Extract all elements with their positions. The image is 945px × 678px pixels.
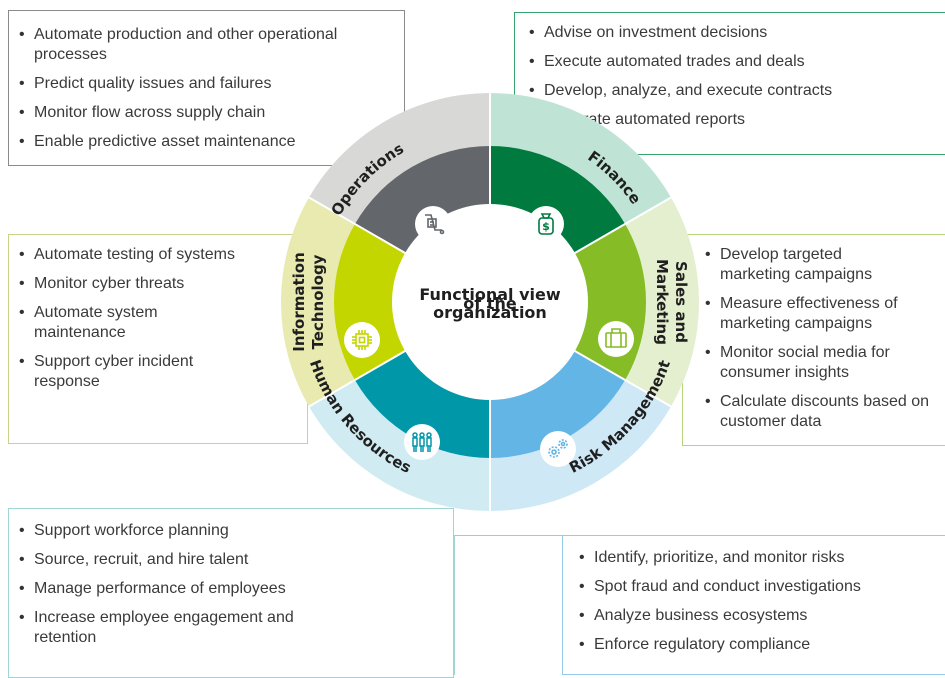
list-item: Execute automated trades and deals: [529, 52, 943, 72]
list-item: Monitor social media for consumer insigh…: [705, 343, 945, 383]
gears-icon: [540, 431, 576, 467]
operations-list: Automate production and other operationa…: [19, 25, 394, 152]
list-item: Enable predictive asset maintenance: [19, 132, 394, 152]
list-item: Calculate discounts based on customer da…: [705, 392, 945, 432]
list-item: Monitor flow across supply chain: [19, 103, 394, 123]
list-item: Manage performance of employees: [19, 579, 443, 599]
sales-marketing-box: Develop targeted marketing campaigns Mea…: [682, 234, 945, 446]
human-resources-list: Support workforce planning Source, recru…: [19, 521, 443, 648]
list-item: Monitor cyber threats: [19, 274, 297, 294]
it-label-line2: Technology: [309, 254, 327, 349]
risk-management-list: Identify, prioritize, and monitor risks …: [579, 548, 945, 655]
it-list: Automate testing of systems Monitor cybe…: [19, 245, 297, 392]
money-bag-icon: $: [528, 206, 564, 242]
risk-management-box: Identify, prioritize, and monitor risks …: [562, 535, 945, 675]
list-item: Automate testing of systems: [19, 245, 297, 265]
center-title-line2: of the: [463, 294, 517, 313]
people-icon: [404, 424, 440, 460]
list-item: Measure effectiveness of marketing campa…: [705, 294, 945, 334]
center-title-line3: organization: [433, 303, 547, 322]
list-item: Spot fraud and conduct investigations: [579, 577, 945, 597]
sales-marketing-list: Develop targeted marketing campaigns Mea…: [705, 245, 945, 432]
list-item: Advise on investment decisions: [529, 23, 943, 43]
sales-label-line1: Sales and: [672, 261, 690, 343]
sales-label-line2: Marketing: [653, 259, 671, 345]
chip-icon: [344, 322, 380, 358]
it-label: Information Technology: [290, 252, 327, 352]
list-item: Identify, prioritize, and monitor risks: [579, 548, 945, 568]
list-item: Analyze business ecosystems: [579, 606, 945, 626]
list-item: Develop, analyze, and execute contracts: [529, 81, 943, 101]
svg-text:$: $: [542, 220, 550, 233]
list-item: Enforce regulatory compliance: [579, 635, 945, 655]
center-circle: [392, 204, 588, 400]
it-box: Automate testing of systems Monitor cybe…: [8, 234, 308, 444]
list-item: Automate system maintenance: [19, 303, 184, 343]
human-resources-box: Support workforce planning Source, recru…: [8, 508, 454, 678]
connector-line: [454, 535, 562, 675]
list-item: Source, recruit, and hire talent: [19, 550, 443, 570]
finance-list: Advise on investment decisions Execute a…: [529, 23, 943, 130]
list-item: Predict quality issues and failures: [19, 74, 394, 94]
briefcase-icon: [598, 321, 634, 357]
operations-box: Automate production and other operationa…: [8, 10, 405, 166]
list-item: Support workforce planning: [19, 521, 443, 541]
list-item: Develop targeted marketing campaigns: [705, 245, 900, 285]
list-item: Support cyber incident response: [19, 352, 234, 392]
sales-label: Sales and Marketing: [653, 259, 690, 345]
it-label-line1: Information: [290, 252, 308, 352]
list-item: Increase employee engagement and retenti…: [19, 608, 334, 648]
list-item: Automate production and other operationa…: [19, 25, 394, 65]
cart-icon: [415, 206, 451, 242]
center-title-line1: Functional view: [419, 285, 561, 304]
